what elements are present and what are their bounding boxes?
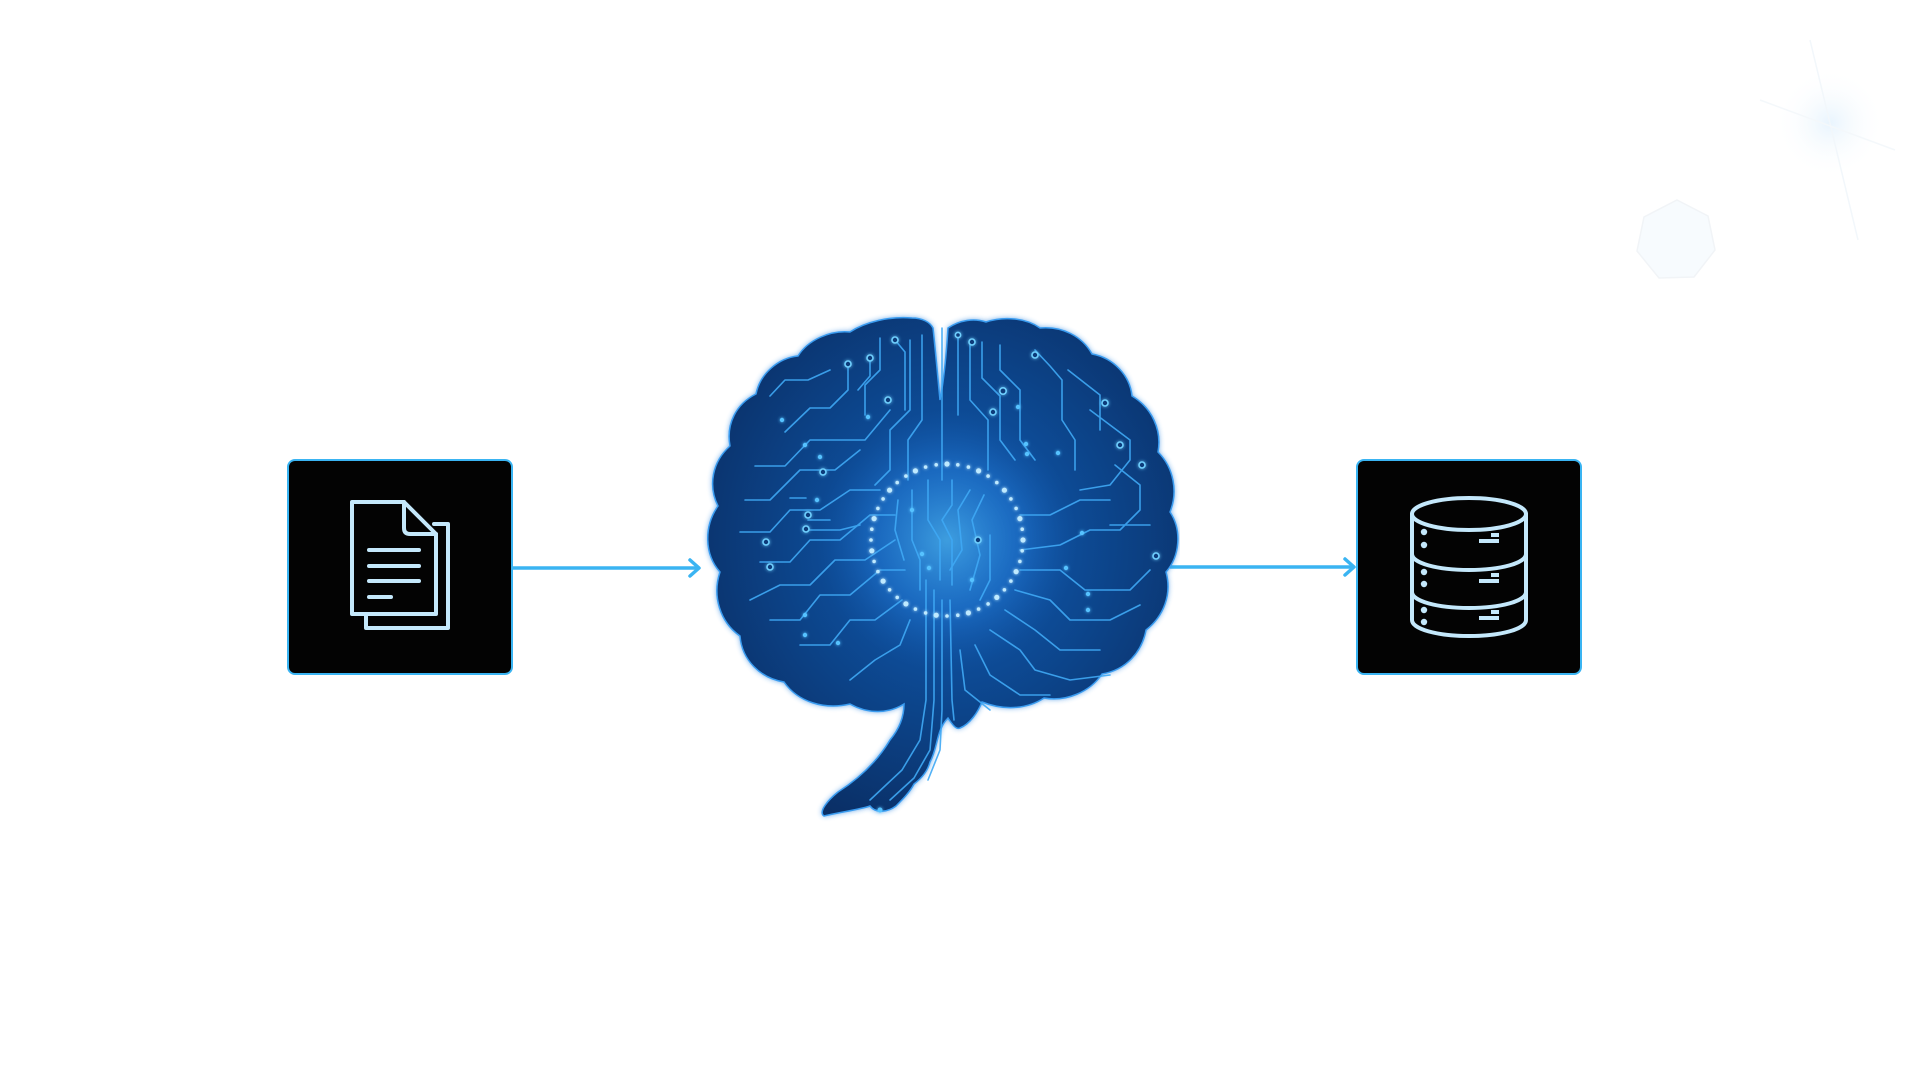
ring-dot [881,497,885,501]
database-icon [1410,496,1528,639]
ring-dot [1002,588,1007,592]
ring-dot [1020,527,1024,531]
ring-dot [1001,487,1007,493]
ring-dot [933,612,939,618]
processor-label: AI Brain [0,0,1,1]
ring-dot [976,468,982,474]
ring-dot [956,613,960,617]
ring-dot [870,527,874,531]
ring-dot [903,601,909,607]
ring-dot [956,463,960,467]
ring-dot [871,516,877,522]
server-indicator-dots [1420,528,1499,626]
ring-dot [895,595,899,600]
ring-dot [1013,569,1019,575]
ring-dot [1020,549,1024,553]
ring-dot [876,569,880,574]
ring-dot [876,506,880,511]
circuit-dots [779,404,1091,813]
ring-dot [944,461,950,467]
ai-brain-icon [707,316,1179,817]
ring-dot [1014,506,1018,511]
edge-input-to-processor [513,558,701,578]
ring-dot [965,610,971,616]
input-node-documents: Documents [287,459,513,675]
faint-sparkle-icon [1759,39,1896,241]
ring-dot [887,487,893,493]
ring-dot [1009,579,1013,583]
ring-dot [1017,516,1023,522]
ring-dot [1020,537,1026,543]
output-node-database: Database [1356,459,1582,675]
circuit-traces [739,327,1151,801]
ring-dot [1009,497,1013,501]
ring-dot [923,465,928,469]
ring-dot [913,607,918,611]
document-icon [350,500,450,630]
ring-dot [995,480,999,485]
ring-dot [869,548,875,554]
ring-dot [869,538,873,542]
background-decoration [1636,39,1896,279]
ring-dot [994,594,1000,600]
core-glow [817,410,1077,670]
ring-dot [934,463,938,467]
ring-dot [880,578,886,584]
ring-dot [966,465,971,469]
ring-dot [945,614,949,618]
circuit-nodes [762,331,1160,571]
ring-dot [923,611,928,615]
ring-dot [986,474,990,478]
ring-dot [976,607,981,611]
ring-dot [986,602,990,606]
ring-dot [912,468,918,474]
edge-processor-to-output [1170,557,1356,577]
ring-dot [895,480,899,485]
ring-dot [872,559,876,564]
arrowhead-icon [1343,557,1356,577]
core-dotted-ring [869,461,1026,618]
ring-dot [887,588,892,592]
faint-heptagon-outline [1636,199,1716,279]
ring-dot [904,474,908,478]
ring-dot [1018,559,1022,564]
